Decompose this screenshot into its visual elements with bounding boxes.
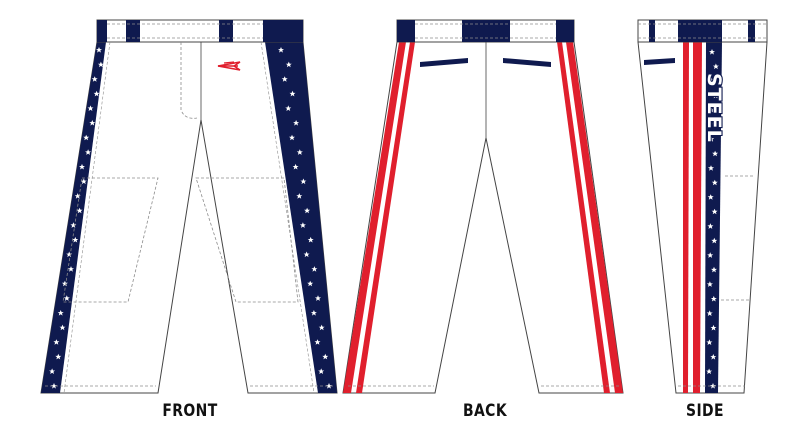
side-view: STEEL: [637, 19, 768, 394]
front-left-star-stripe: [41, 42, 106, 393]
front-view-label: FRONT: [162, 401, 218, 421]
back-waistband-navy-right: [556, 20, 574, 42]
front-left-knee-patch: [62, 177, 159, 303]
side-pant-body: [637, 19, 768, 394]
front-belt-loop-navy-2: [219, 20, 233, 42]
back-left-red-stripe-inner: [356, 42, 415, 393]
side-red-stripe-left: [683, 42, 689, 393]
back-view: [342, 19, 624, 394]
back-left-pocket: [420, 58, 468, 67]
back-left-red-stripe-outer: [343, 42, 406, 393]
front-left-side-stitch: [63, 41, 111, 394]
red-arrow-logo-icon: [217, 61, 241, 71]
front-view: [40, 19, 338, 394]
front-right-side-stitch: [260, 41, 315, 394]
front-right-star-stripe: [265, 42, 337, 393]
side-pocket: [644, 58, 675, 65]
back-view-label: BACK: [462, 401, 508, 421]
side-navy-star-stripe: [705, 42, 722, 393]
back-right-red-stripe-inner: [557, 42, 610, 393]
side-team-name: STEEL: [703, 73, 725, 143]
back-waistband-navy-center: [462, 20, 510, 42]
back-waistband-navy-left: [397, 20, 415, 42]
back-right-red-stripe-outer: [566, 42, 623, 393]
side-waistband-navy-1: [649, 20, 655, 42]
side-view-label: SIDE: [686, 401, 724, 421]
front-fly: [180, 42, 198, 119]
front-belt-loop-navy-1: [126, 20, 140, 42]
side-waistband-navy-3: [748, 20, 755, 42]
side-red-stripe-center: [693, 42, 702, 393]
front-right-knee-patch: [195, 177, 299, 303]
front-waistband-navy-left: [97, 20, 107, 42]
back-right-pocket: [503, 58, 551, 67]
front-waistband-navy-right: [263, 20, 303, 42]
side-waistband-navy-2: [678, 20, 722, 42]
